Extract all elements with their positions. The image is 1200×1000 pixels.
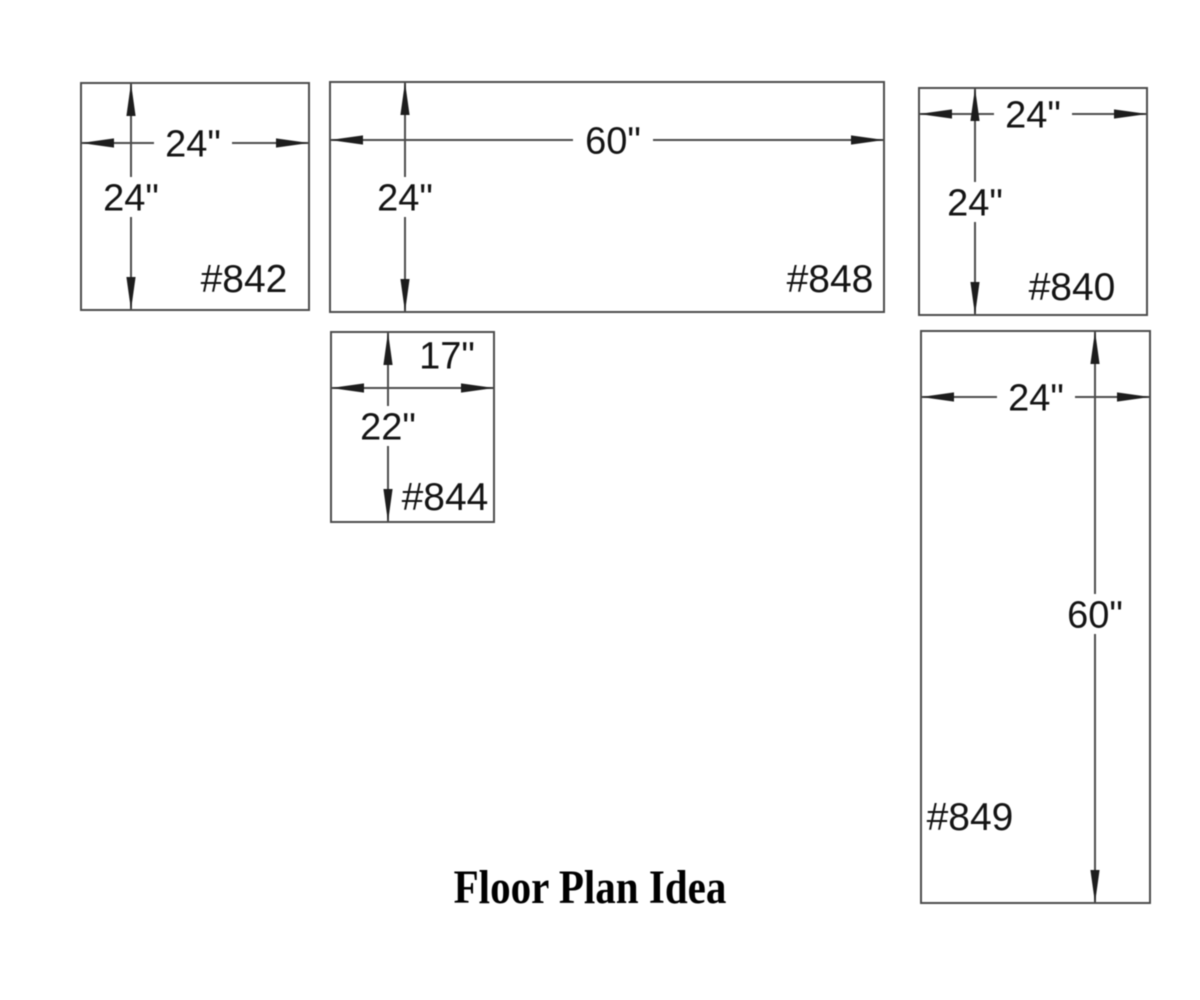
arrow-left-icon bbox=[331, 383, 364, 393]
unit-840-id-label: #840 bbox=[1029, 266, 1116, 309]
arrow-right-icon bbox=[1114, 109, 1147, 119]
unit-849-height-dimension: 60" bbox=[1067, 331, 1123, 903]
unit-840-height-dimension: 24" bbox=[947, 88, 1003, 315]
arrow-up-icon bbox=[383, 332, 393, 365]
arrow-up-icon bbox=[126, 83, 136, 116]
unit-844: 17" 22" #844 bbox=[330, 331, 495, 523]
arrow-right-icon bbox=[851, 135, 884, 145]
unit-848-width-dimension: 60" bbox=[330, 121, 884, 163]
dimension-text-backplate bbox=[360, 406, 416, 446]
unit-842: 24" 24" #842 bbox=[80, 82, 310, 311]
dimension-text-backplate bbox=[1067, 594, 1123, 634]
unit-844-height-dimension: 22" bbox=[360, 332, 416, 522]
unit-849-width-label: 24" bbox=[1008, 378, 1064, 420]
page-title: Floor Plan Idea bbox=[454, 860, 727, 914]
unit-842-height-label: 24" bbox=[103, 178, 159, 220]
unit-844-outline bbox=[330, 331, 495, 523]
dimension-text-backplate bbox=[377, 177, 433, 217]
arrow-down-icon bbox=[383, 489, 393, 522]
dimension-text-backplate bbox=[154, 126, 232, 160]
arrow-up-icon bbox=[970, 88, 980, 121]
unit-840-width-label: 24" bbox=[1005, 95, 1061, 137]
unit-840-outline bbox=[918, 87, 1148, 316]
unit-848-width-label: 60" bbox=[585, 121, 641, 163]
arrow-down-icon bbox=[970, 282, 980, 315]
arrow-right-icon bbox=[276, 138, 309, 148]
unit-844-width-label: 17" bbox=[419, 336, 475, 378]
unit-849: 24" 60" #849 bbox=[920, 330, 1151, 904]
unit-842-width-label: 24" bbox=[165, 124, 221, 166]
unit-844-id-label: #844 bbox=[402, 476, 489, 519]
unit-848-outline bbox=[329, 81, 885, 313]
dimension-text-backplate bbox=[103, 177, 159, 217]
arrow-down-icon bbox=[1090, 870, 1100, 903]
unit-849-height-label: 60" bbox=[1067, 595, 1123, 637]
arrow-down-icon bbox=[126, 277, 136, 310]
unit-849-id-label: #849 bbox=[927, 796, 1014, 839]
arrow-right-icon bbox=[1117, 392, 1150, 402]
dimension-text-backplate bbox=[573, 123, 653, 157]
arrow-up-icon bbox=[1090, 331, 1100, 364]
dimension-text-backplate bbox=[997, 380, 1075, 414]
unit-842-outline bbox=[80, 82, 310, 311]
arrow-down-icon bbox=[400, 279, 410, 312]
dimension-text-backplate bbox=[994, 97, 1072, 131]
unit-840-width-dimension: 24" bbox=[919, 95, 1147, 137]
arrow-left-icon bbox=[919, 109, 952, 119]
unit-849-outline bbox=[920, 330, 1151, 904]
dimension-text-backplate bbox=[947, 182, 1003, 222]
arrow-up-icon bbox=[400, 82, 410, 115]
unit-848-id-label: #848 bbox=[787, 258, 874, 301]
unit-848-height-label: 24" bbox=[377, 178, 433, 220]
unit-844-height-label: 22" bbox=[360, 407, 416, 449]
unit-842-width-dimension: 24" bbox=[81, 124, 309, 166]
unit-840-height-label: 24" bbox=[947, 183, 1003, 225]
unit-842-height-dimension: 24" bbox=[103, 83, 159, 310]
unit-844-width-dimension: 17" bbox=[331, 336, 494, 393]
arrow-left-icon bbox=[330, 135, 363, 145]
unit-848: 60" 24" #848 bbox=[329, 81, 885, 313]
unit-840: 24" 24" #840 bbox=[918, 87, 1148, 316]
arrow-right-icon bbox=[461, 383, 494, 393]
arrow-left-icon bbox=[81, 138, 114, 148]
unit-842-id-label: #842 bbox=[201, 258, 288, 301]
unit-849-width-dimension: 24" bbox=[921, 378, 1150, 420]
arrow-left-icon bbox=[921, 392, 954, 402]
unit-848-height-dimension: 24" bbox=[377, 82, 433, 312]
